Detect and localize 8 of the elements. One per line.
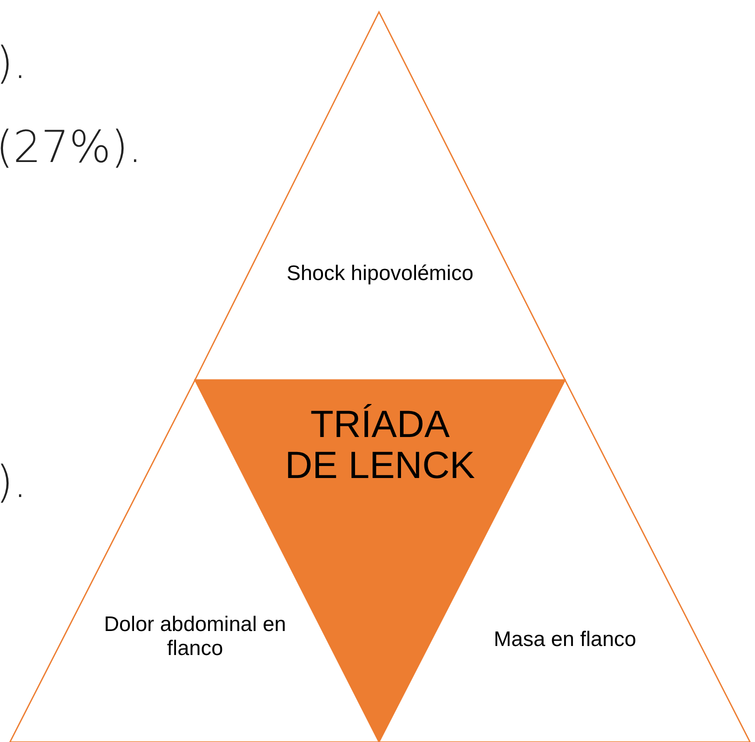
- text-fragment: ).: [0, 457, 28, 508]
- segment-label: Shock hipovolémico: [286, 262, 474, 286]
- segment-label: Masa en flanco: [492, 628, 638, 652]
- triangle-segment: [195, 12, 565, 380]
- title-label: TRÍADA DE LENCK: [284, 405, 476, 488]
- text-fragment: (27%).: [0, 122, 142, 173]
- text-fragment: ).: [0, 38, 28, 89]
- segment-label: Dolor abdominal en flanco: [102, 613, 288, 662]
